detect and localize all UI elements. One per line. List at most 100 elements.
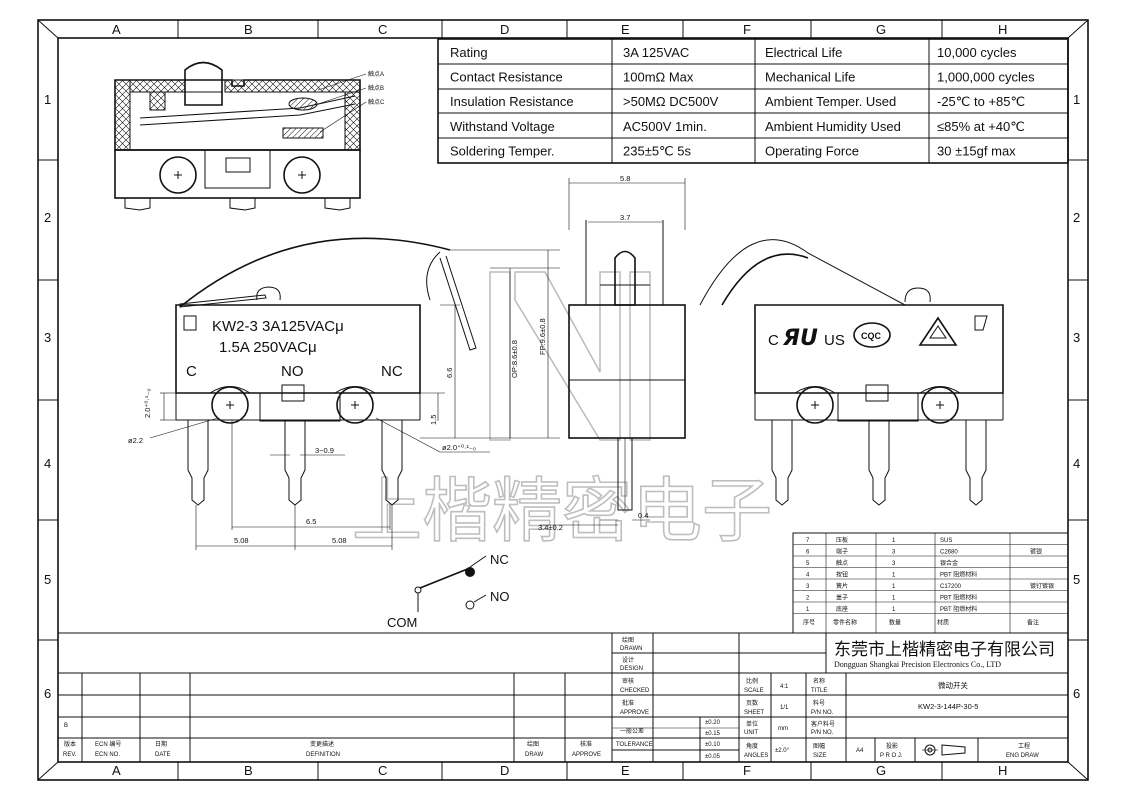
bom-cell: 1 bbox=[806, 607, 810, 613]
label-eng-cn: 工程 bbox=[1018, 742, 1030, 750]
tol-value: ±0.15 bbox=[705, 731, 721, 737]
bom-cell: C2680 bbox=[940, 550, 958, 556]
spec-cell: 10,000 cycles bbox=[937, 45, 1017, 60]
label-checked: CHECKED bbox=[620, 688, 650, 694]
switch-marking-2: 1.5A 250VACμ bbox=[219, 339, 317, 356]
col-label: A bbox=[112, 763, 121, 778]
label-rev-approve-cn: 核准 bbox=[580, 740, 592, 748]
terminal-no-label: NO bbox=[281, 363, 304, 380]
label-size: SIZE bbox=[813, 753, 826, 759]
label-date: DATE bbox=[155, 752, 171, 758]
label-general-tol: 一般公差 bbox=[620, 727, 644, 735]
label-ecn-cn: ECN 编号 bbox=[95, 740, 121, 748]
schematic-no-label: NO bbox=[490, 589, 510, 604]
triangle-cert-icon bbox=[918, 316, 958, 346]
watermark-logo bbox=[489, 271, 651, 441]
dim-h66: 6.6 bbox=[445, 368, 454, 378]
label-draw-cn: 绘图 bbox=[527, 740, 539, 748]
bom-cell: 镀银 bbox=[1030, 548, 1042, 556]
cross-section-view: 触点A 触点B 触点C bbox=[114, 61, 385, 211]
label-design-cn: 设计 bbox=[622, 656, 634, 664]
col-label: E bbox=[621, 763, 630, 778]
spec-cell: Withstand Voltage bbox=[450, 119, 555, 134]
watermark: 上楷精密电子 bbox=[352, 470, 772, 552]
bom-cell: 底座 bbox=[836, 605, 848, 613]
bom-header-cell: 备注 bbox=[1027, 619, 1039, 627]
col-label: D bbox=[500, 763, 509, 778]
row-label: 4 bbox=[1073, 456, 1080, 471]
bom-cell: 3 bbox=[806, 584, 810, 590]
dim-w58: 5.8 bbox=[620, 174, 630, 183]
col-label: D bbox=[500, 22, 509, 37]
callout-label: 触点B bbox=[368, 84, 384, 92]
label-size-cn: 图幅 bbox=[813, 742, 825, 750]
company-name-cn: 东莞市上楷精密电子有限公司 bbox=[834, 640, 1055, 660]
side-view: 5.8 3.7 0.4 3.4±0.2 bbox=[538, 174, 686, 532]
label-drawn-cn: 绘图 bbox=[622, 636, 634, 644]
bom-cell: 盖子 bbox=[836, 594, 848, 602]
ul-logo: ЯU bbox=[782, 326, 818, 351]
spec-cell: 1,000,000 cycles bbox=[937, 70, 1035, 85]
dim-w65: 6.5 bbox=[306, 517, 316, 526]
bom-cell: 3 bbox=[892, 561, 896, 567]
label-draw: DRAW bbox=[525, 752, 543, 758]
dim-w39: 3−0.9 bbox=[315, 446, 334, 455]
label-unit: UNIT bbox=[744, 730, 758, 736]
bom-cell: 镀钌镀银 bbox=[1030, 582, 1054, 590]
label-approve-cn: 批准 bbox=[622, 699, 634, 707]
cqc-logo bbox=[853, 322, 891, 348]
bom-cell: 2 bbox=[806, 596, 810, 602]
spec-cell: 100mΩ Max bbox=[623, 70, 694, 85]
dim-w34: 3.4±0.2 bbox=[538, 523, 563, 532]
bom-cell: 1 bbox=[892, 584, 896, 590]
label-eng: ENG DRAW bbox=[1006, 753, 1039, 759]
row-label: 2 bbox=[1073, 210, 1080, 225]
col-label: F bbox=[743, 22, 751, 37]
label-approve: APPROVE bbox=[620, 710, 649, 716]
title-block: 绘图 DRAWN 设计 DESIGN 审核 CHECKED 批准 APPROVE… bbox=[57, 632, 1069, 763]
label-date-cn: 日期 bbox=[155, 740, 167, 748]
label-title-cn: 名称 bbox=[813, 677, 825, 685]
bom-cell: 1 bbox=[892, 607, 896, 613]
label-rev-cn: 版本 bbox=[64, 740, 76, 748]
col-label: H bbox=[998, 763, 1007, 778]
dim-d20: ø2.0⁺⁰·¹₋₀ bbox=[442, 443, 476, 452]
cqc-text: CQC bbox=[861, 331, 882, 341]
terminal-nc-label: NC bbox=[381, 363, 403, 380]
label-definition-cn: 变更描述 bbox=[310, 740, 334, 748]
cert-us-mark: US bbox=[824, 332, 845, 349]
label-sheet: SHEET bbox=[744, 710, 764, 716]
label-angles-cn: 角度 bbox=[746, 742, 758, 750]
front-dimensions: 6.6 OP:8.6±0.8 FP:9.6±0.8 1.5 2.0⁺⁰·¹₋₀ … bbox=[128, 249, 560, 550]
spec-cell: Electrical Life bbox=[765, 45, 842, 60]
label-design: DESIGN bbox=[620, 666, 643, 672]
title-value: 微动开关 bbox=[938, 680, 968, 690]
label-cust-pn-cn: 客户料号 bbox=[811, 720, 835, 728]
size-value: A4 bbox=[856, 748, 864, 754]
spec-cell: Mechanical Life bbox=[765, 70, 855, 85]
bom-cell: 按钮 bbox=[836, 571, 848, 579]
spec-cell: -25℃ to +85℃ bbox=[937, 94, 1025, 109]
col-label: C bbox=[378, 22, 387, 37]
col-label: C bbox=[378, 763, 387, 778]
row-labels: 1 2 3 4 5 6 1 2 3 4 5 6 bbox=[44, 92, 1080, 701]
col-label: F bbox=[743, 763, 751, 778]
col-label: E bbox=[621, 22, 630, 37]
company-name-en: Dongguan Shangkai Precision Electronics … bbox=[834, 660, 1001, 669]
row-label: 6 bbox=[1073, 686, 1080, 701]
col-label: B bbox=[244, 763, 253, 778]
terminal-c-label: C bbox=[186, 363, 197, 380]
label-rev: REV. bbox=[63, 752, 77, 758]
label-sheet-cn: 页数 bbox=[746, 699, 758, 707]
dim-h15: 1.5 bbox=[429, 415, 438, 425]
label-checked-cn: 审核 bbox=[622, 677, 634, 685]
bom-cell: 5 bbox=[806, 561, 810, 567]
bom-cell: PBT 阻燃材料 bbox=[940, 605, 977, 613]
spec-cell: 3A 125VAC bbox=[623, 45, 689, 60]
col-label: B bbox=[244, 22, 253, 37]
label-drawn: DRAWN bbox=[620, 646, 642, 652]
label-angles: ANGLES bbox=[744, 753, 768, 759]
